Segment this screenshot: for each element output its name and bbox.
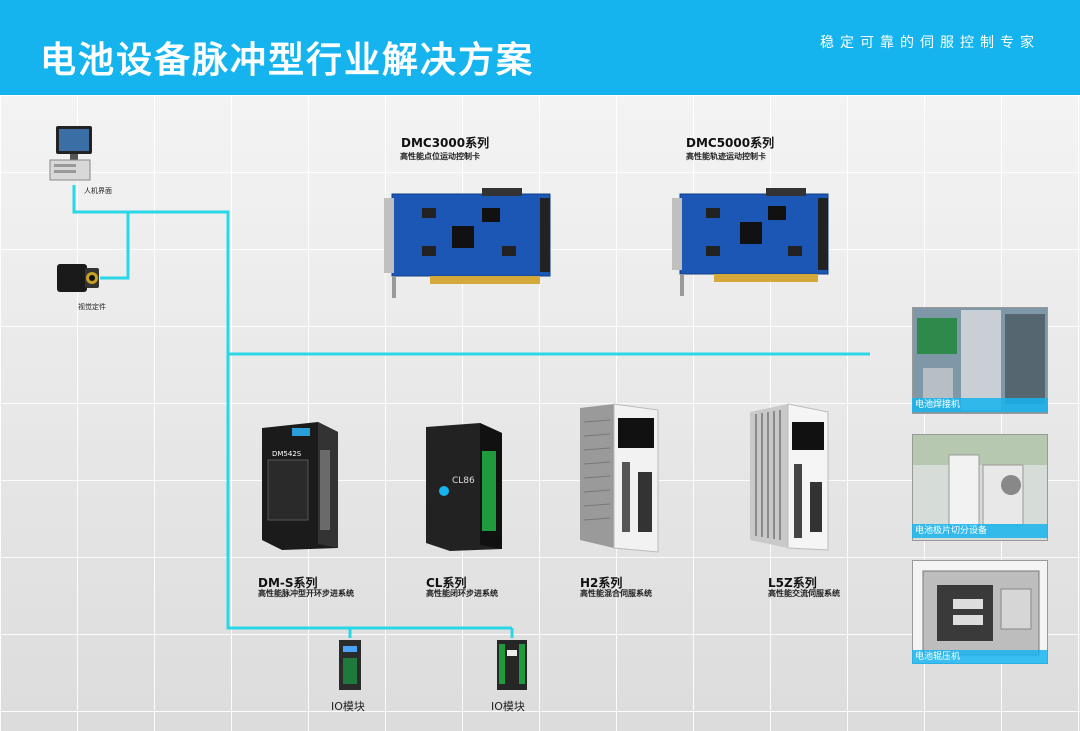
- dm-s-title: DM-S系列: [258, 576, 318, 590]
- header-banner: 电池设备脉冲型行业解决方案 稳定可靠的伺服控制专家: [0, 0, 1080, 95]
- electrode-slitter-photo: [912, 434, 1048, 541]
- dmc5000-title: DMC5000系列: [686, 136, 775, 150]
- slogan: 稳定可靠的伺服控制专家: [820, 35, 1040, 51]
- dmc3000-card: [384, 188, 551, 298]
- dmc3000-subtitle: 高性能点位运动控制卡: [400, 152, 480, 161]
- dmc3000-title: DMC3000系列: [401, 136, 490, 150]
- io-module-label-2: IO模块: [491, 700, 525, 713]
- hmi-label: 人机界面: [84, 187, 112, 195]
- dmc5000-card: [672, 188, 829, 296]
- h2-title: H2系列: [580, 576, 623, 590]
- h2-drive-image: [580, 403, 659, 553]
- dm-s-drive-image: DM542S: [262, 422, 338, 550]
- roller-press-photo: [912, 560, 1048, 664]
- dmc5000-subtitle: 高性能轨迹运动控制卡: [686, 152, 766, 161]
- bus-line: [72, 185, 512, 630]
- vision-link-line: [100, 212, 130, 280]
- io-module-icon-2: [497, 640, 527, 690]
- io-module-label-1: IO模块: [331, 700, 365, 713]
- dm-s-badge: DM542S: [272, 450, 302, 458]
- vision-label: 视觉定件: [78, 303, 106, 311]
- battery-welder-photo: [912, 307, 1048, 414]
- l5z-subtitle: 高性能交流伺服系统: [768, 589, 840, 598]
- electrode-slitter-caption: 电池极片切分设备: [912, 524, 1048, 538]
- camera-icon: [57, 264, 99, 292]
- cl-drive-image: CL86: [426, 423, 502, 551]
- cl-subtitle: 高性能闭环步进系统: [426, 589, 498, 598]
- cl-title: CL系列: [426, 576, 467, 590]
- io-module-icon-1: [339, 640, 361, 690]
- page-title: 电池设备脉冲型行业解决方案: [40, 40, 535, 81]
- cl-badge: CL86: [452, 476, 475, 486]
- computer-icon: [49, 126, 92, 181]
- dm-s-subtitle: 高性能脉冲型开环步进系统: [258, 589, 354, 598]
- l5z-title: L5Z系列: [768, 576, 817, 590]
- battery-welder-caption: 电池焊接机: [912, 398, 1048, 412]
- h2-subtitle: 高性能混合伺服系统: [580, 589, 652, 598]
- roller-press-caption: 电池辊压机: [912, 650, 1048, 664]
- l5z-drive-image: [750, 403, 829, 551]
